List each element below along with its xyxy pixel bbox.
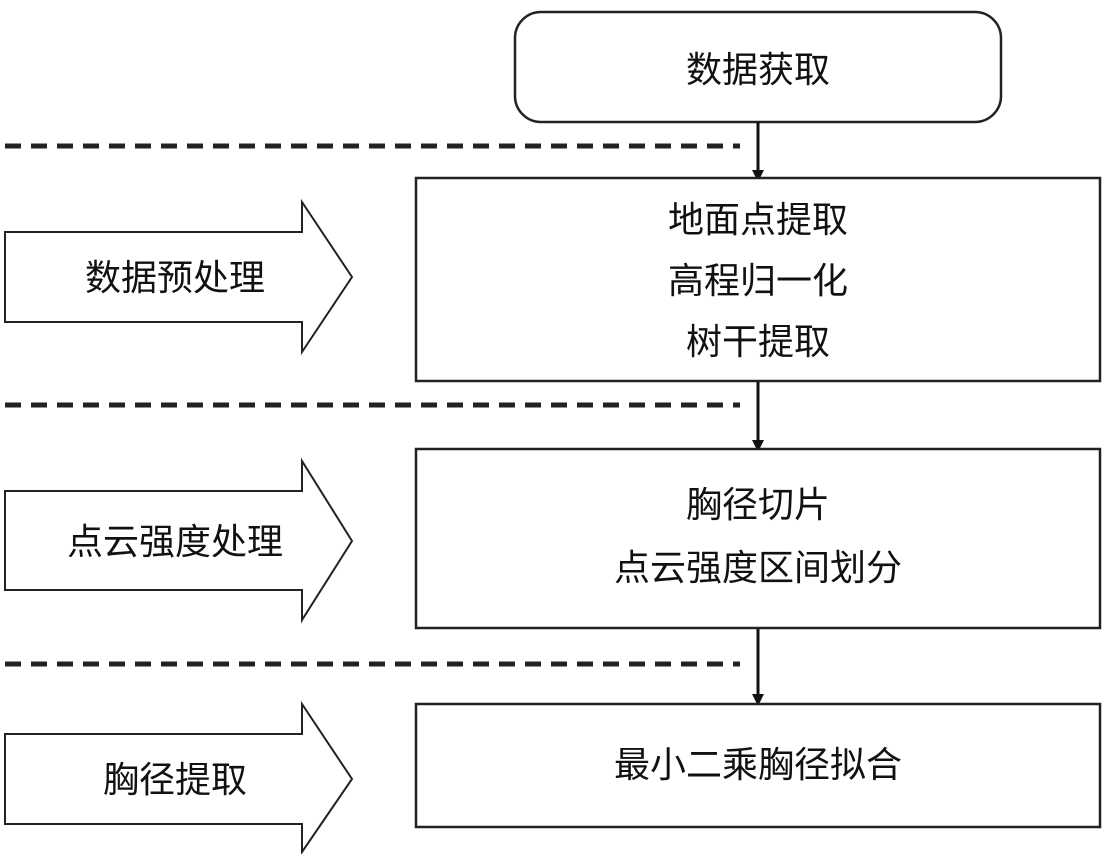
step-text: 胸径切片 [686, 485, 830, 526]
phase-label: 胸径提取 [103, 760, 247, 801]
stage-intensity-processing: 点云强度处理 胸径切片 点云强度区间划分 [4, 447, 1102, 630]
phase-arrow-shape [4, 700, 354, 854]
phase-label: 数据预处理 [85, 258, 265, 299]
process-box [414, 702, 1102, 829]
phase-arrow-shape [4, 198, 354, 356]
stage-preprocessing: 数据预处理 地面点提取 高程归一化 树干提取 [4, 176, 1102, 383]
step-text: 最小二乘胸径拟合 [614, 745, 902, 786]
stage-dbh-extraction: 胸径提取 最小二乘胸径拟合 [4, 700, 1102, 854]
step-text: 点云强度区间划分 [614, 548, 902, 589]
phase-arrow-shape [4, 457, 354, 624]
step-text: 高程归一化 [668, 261, 848, 302]
start-box-label: 数据获取 [686, 50, 830, 91]
process-box [414, 176, 1102, 383]
start-node: 数据获取 [513, 10, 1003, 124]
step-text: 地面点提取 [668, 200, 848, 241]
step-text: 树干提取 [686, 322, 830, 363]
phase-label: 点云强度处理 [67, 522, 283, 563]
process-box [414, 447, 1102, 630]
